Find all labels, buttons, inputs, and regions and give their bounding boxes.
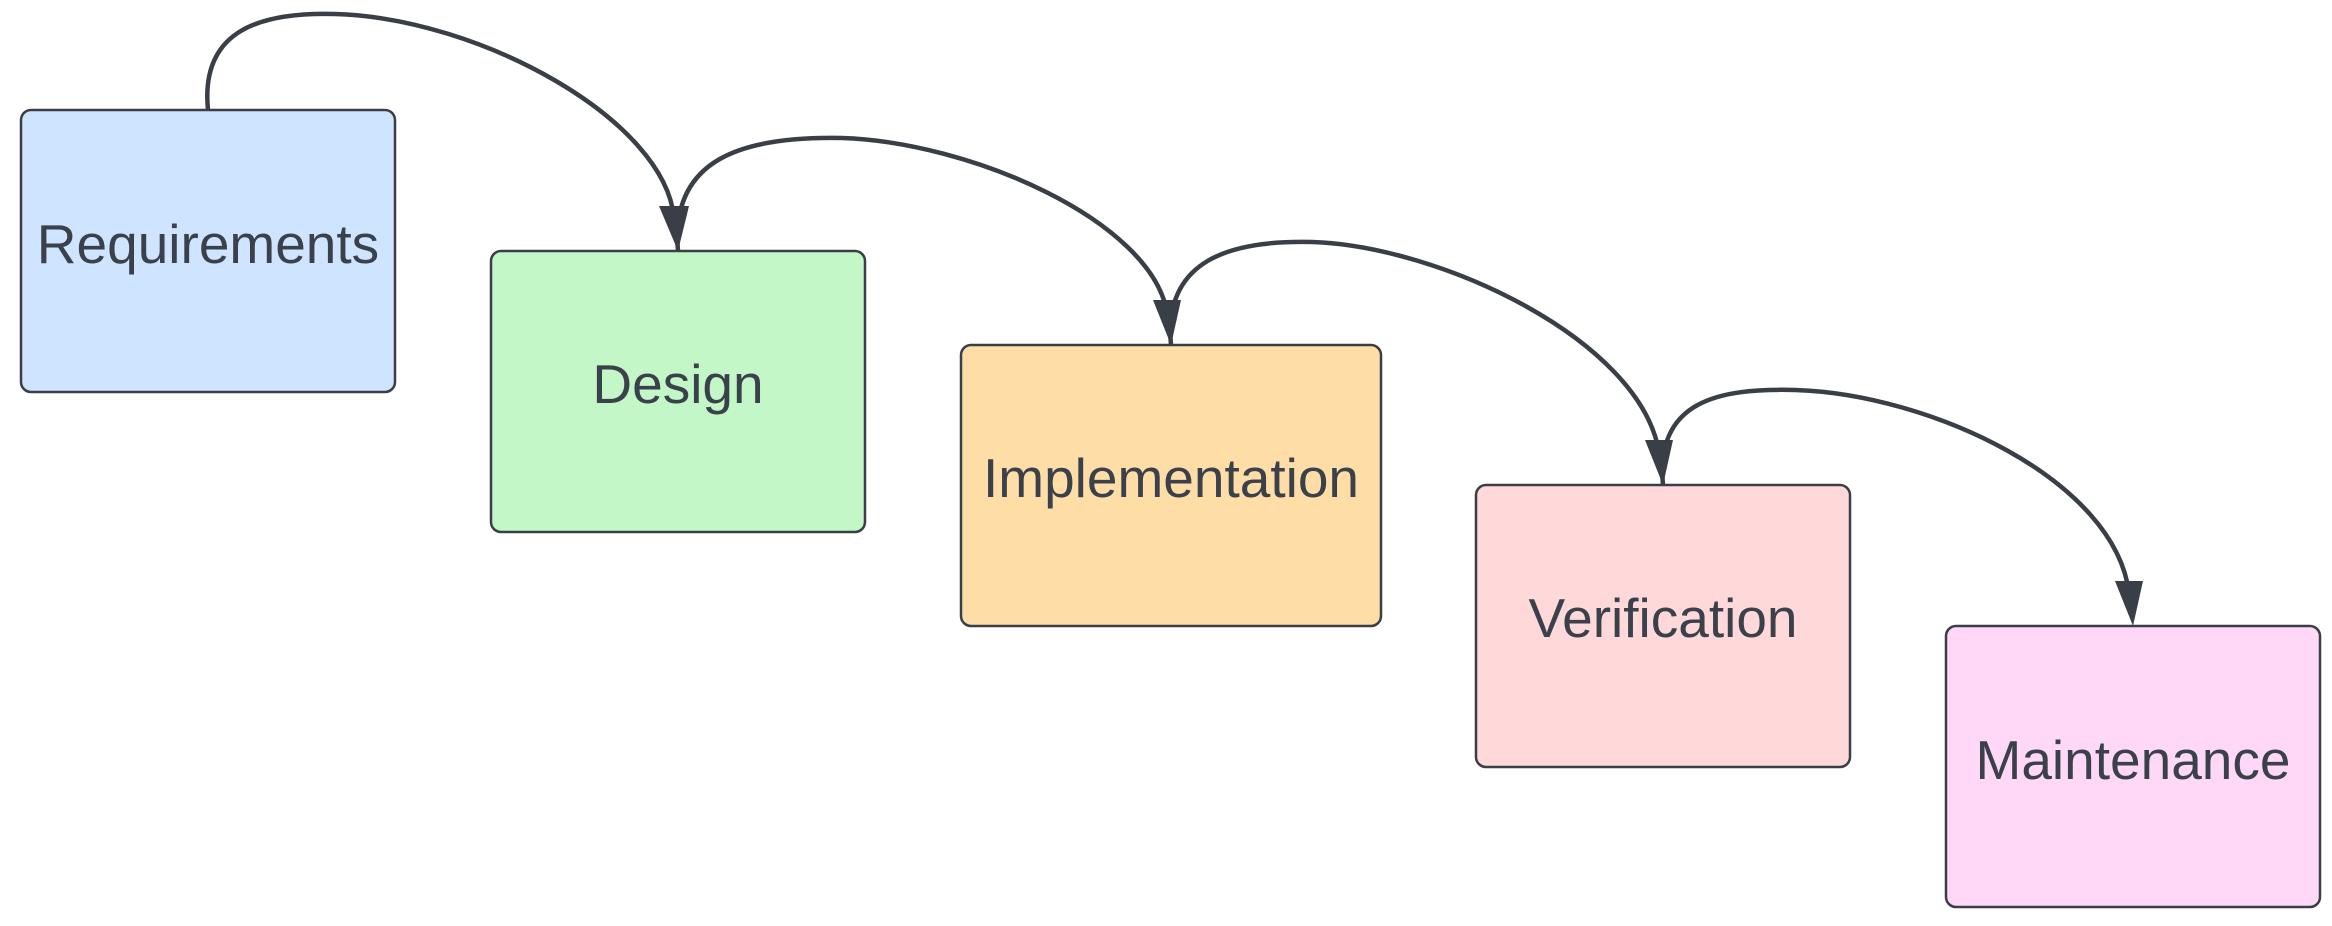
- arrowhead-icon: [1153, 300, 1181, 345]
- connector-verification-maintenance: [1660, 387, 2143, 626]
- stage-label-design: Design: [592, 353, 763, 415]
- connector-path: [1168, 239, 1662, 453]
- stage-design[interactable]: Design: [489, 249, 867, 534]
- connector-requirements-design: [205, 11, 689, 251]
- stage-implementation[interactable]: Implementation: [959, 343, 1383, 628]
- stage-verification[interactable]: Verification: [1474, 483, 1852, 769]
- connector-path: [675, 135, 1170, 313]
- stage-label-maintenance: Maintenance: [1976, 729, 2291, 791]
- arrowhead-icon: [2115, 581, 2143, 626]
- stage-label-requirements: Requirements: [37, 213, 379, 275]
- connector-path: [205, 11, 677, 219]
- stage-requirements[interactable]: Requirements: [19, 108, 397, 394]
- stage-label-implementation: Implementation: [983, 447, 1359, 509]
- arrowhead-icon: [1645, 440, 1673, 485]
- arrowhead-icon: [659, 206, 689, 251]
- connector-path: [1660, 387, 2132, 594]
- stage-maintenance[interactable]: Maintenance: [1944, 624, 2322, 909]
- stage-label-verification: Verification: [1528, 587, 1797, 649]
